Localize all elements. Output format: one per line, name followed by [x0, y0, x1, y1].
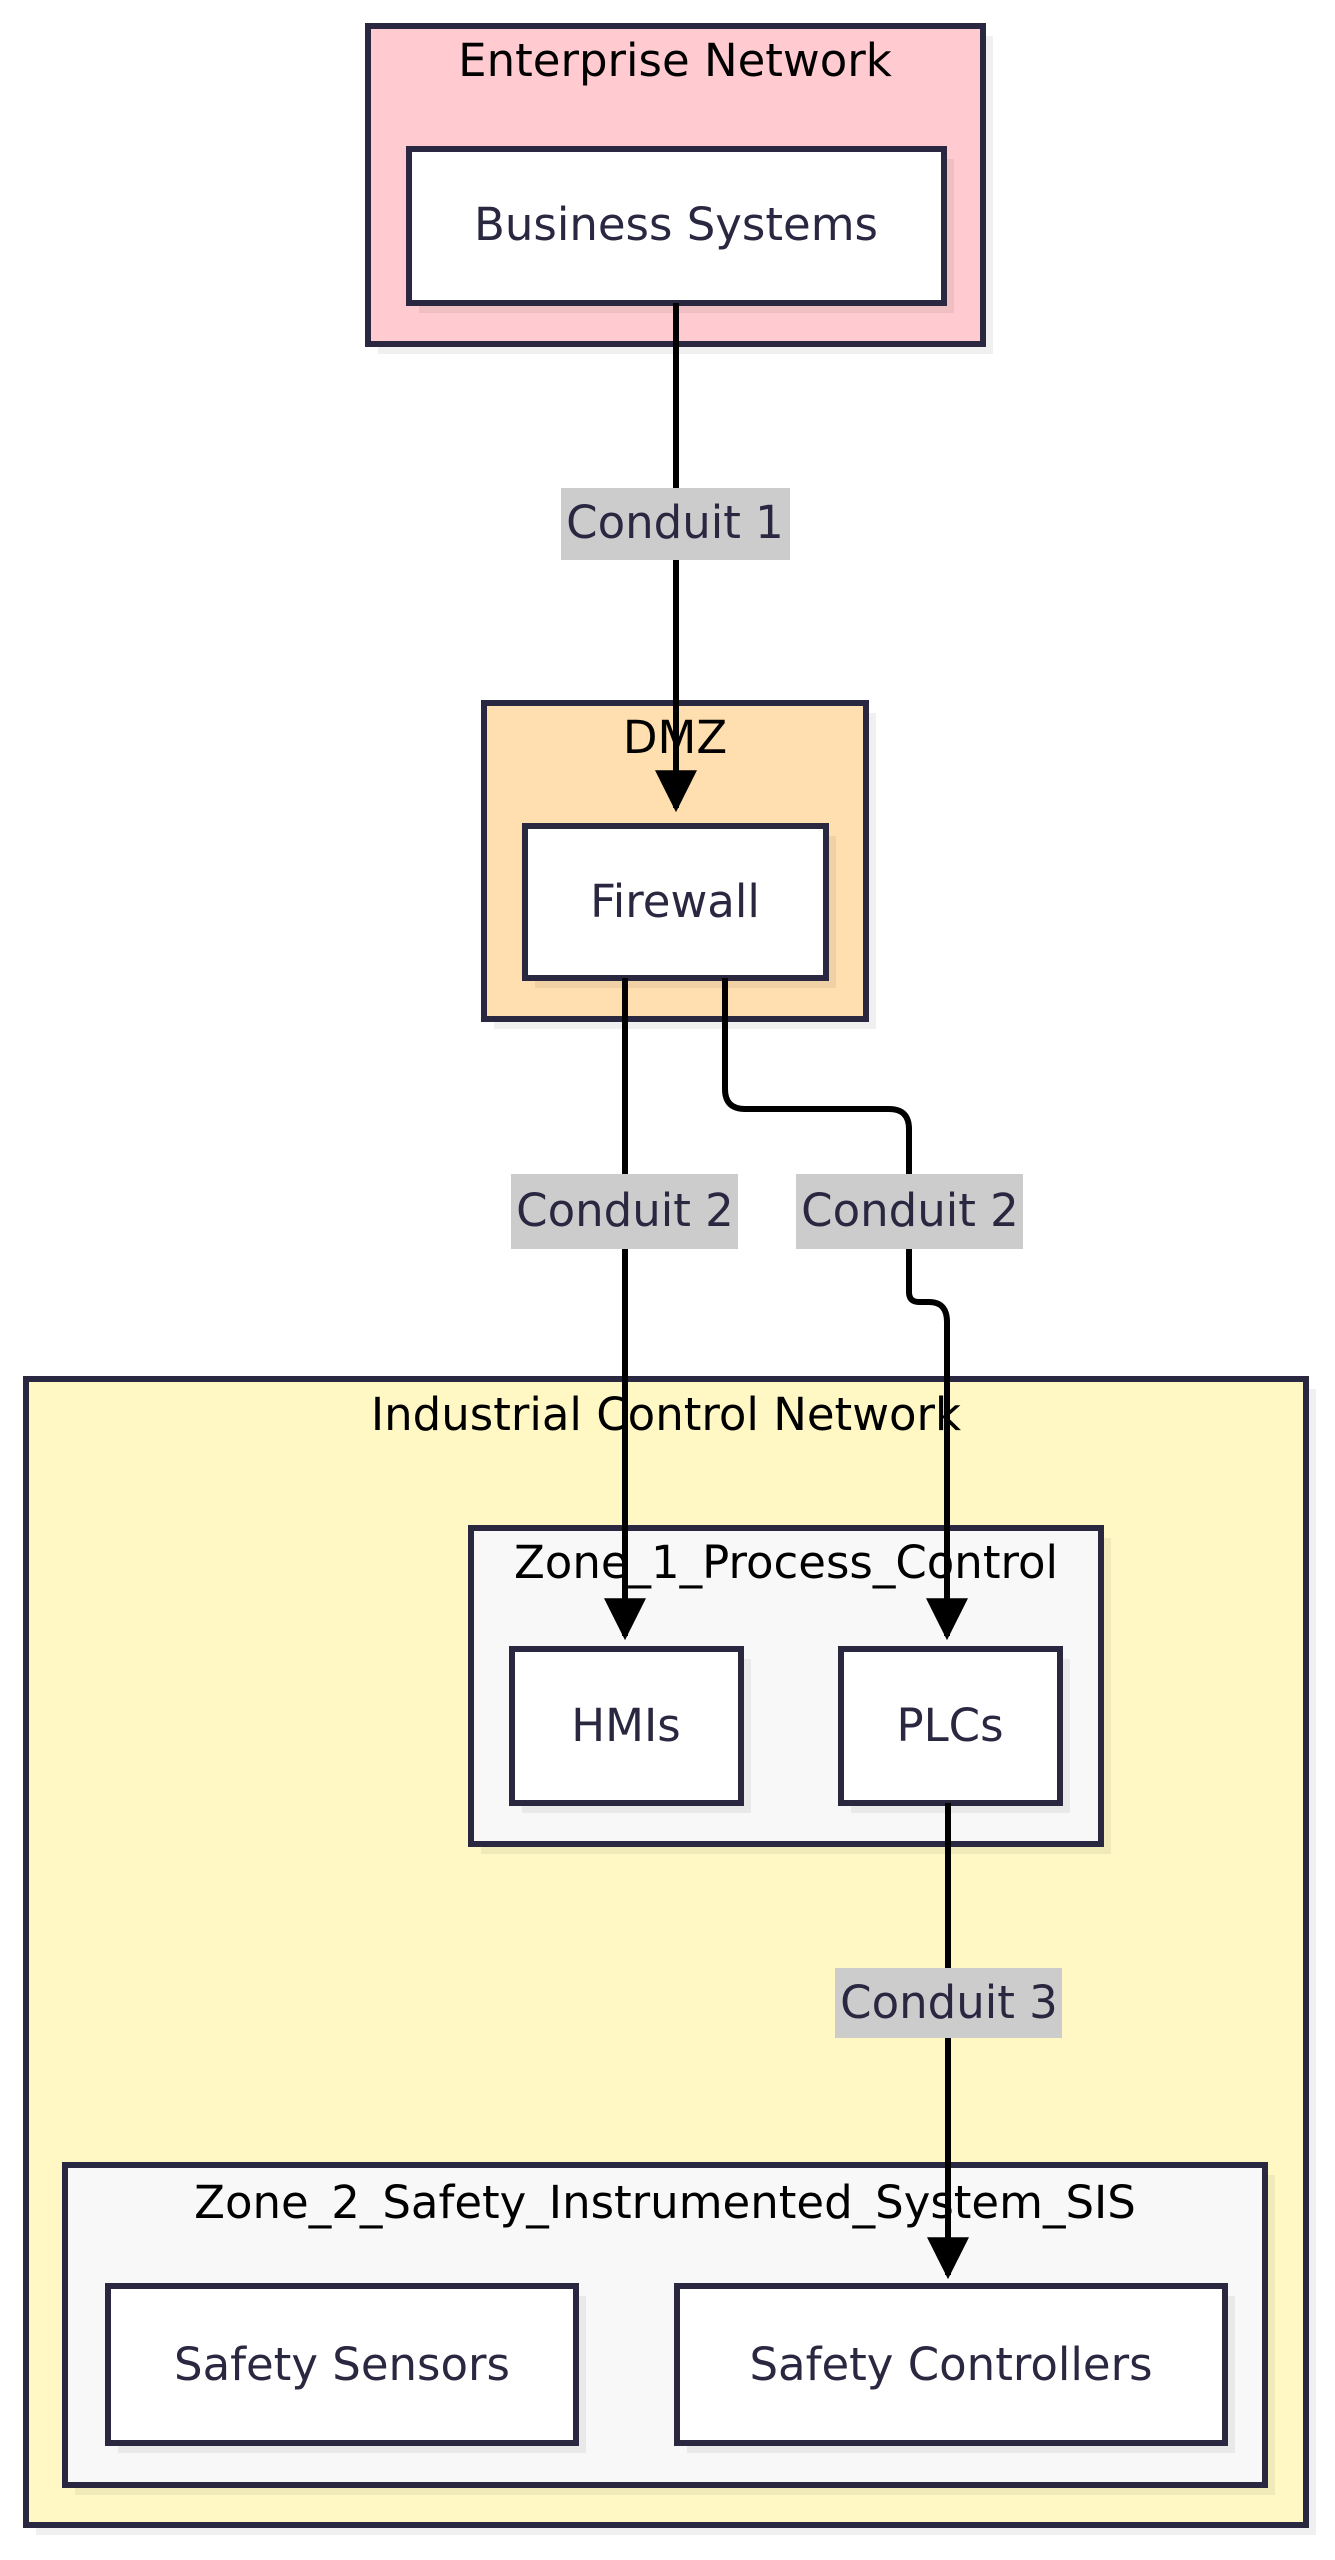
node-safety-sensors-label: Safety Sensors: [174, 2338, 510, 2391]
edge-label-bg: [796, 1174, 1023, 1249]
cluster-enterprise-title: Enterprise Network: [458, 34, 892, 87]
node-safety-sensors-box[interactable]: [105, 2283, 579, 2446]
node-business-systems-label: Business Systems: [474, 198, 878, 251]
node-safety-controllers-label: Safety Controllers: [749, 2338, 1152, 2391]
node-hmis[interactable]: HMIs: [509, 1646, 751, 1813]
node-plcs-label: PLCs: [896, 1699, 1003, 1752]
edge-firewall-to-plcs[interactable]: Conduit 2: [722, 978, 1023, 1641]
edge-label-conduit-2a: Conduit 2: [516, 1184, 734, 1237]
edge-label-conduit-2b: Conduit 2: [801, 1184, 1019, 1237]
node-plcs-box[interactable]: [838, 1646, 1063, 1806]
node-hmis-label: HMIs: [571, 1699, 680, 1752]
node-safety-controllers[interactable]: Safety Controllers: [674, 2283, 1235, 2453]
edge-firewall-to-hmis[interactable]: Conduit 2: [511, 978, 738, 1641]
node-firewall-label: Firewall: [590, 875, 760, 928]
edge-label-bg: [561, 488, 790, 560]
node-business-systems[interactable]: Business Systems: [406, 146, 954, 313]
node-safety-controllers-box[interactable]: [674, 2283, 1228, 2446]
edge-label-bg: [835, 1968, 1062, 2038]
edge-plcs-to-safety-controllers[interactable]: Conduit 3: [835, 1803, 1062, 2280]
edge-label-conduit-3: Conduit 3: [840, 1976, 1058, 2029]
cluster-industrial-title: Industrial Control Network: [371, 1388, 961, 1441]
node-firewall[interactable]: Firewall: [522, 823, 836, 988]
node-hmis-box[interactable]: [509, 1646, 744, 1806]
cluster-zone1-title: Zone_1_Process_Control: [514, 1536, 1058, 1589]
cluster-zone2-title: Zone_2_Safety_Instrumented_System_SIS: [194, 2176, 1136, 2229]
edge-business-to-firewall[interactable]: Conduit 1: [561, 303, 790, 813]
edge-label-conduit-1: Conduit 1: [566, 496, 784, 549]
node-safety-sensors[interactable]: Safety Sensors: [105, 2283, 586, 2453]
node-firewall-box[interactable]: [522, 823, 829, 981]
node-plcs[interactable]: PLCs: [838, 1646, 1070, 1813]
edge-label-bg: [511, 1174, 738, 1249]
